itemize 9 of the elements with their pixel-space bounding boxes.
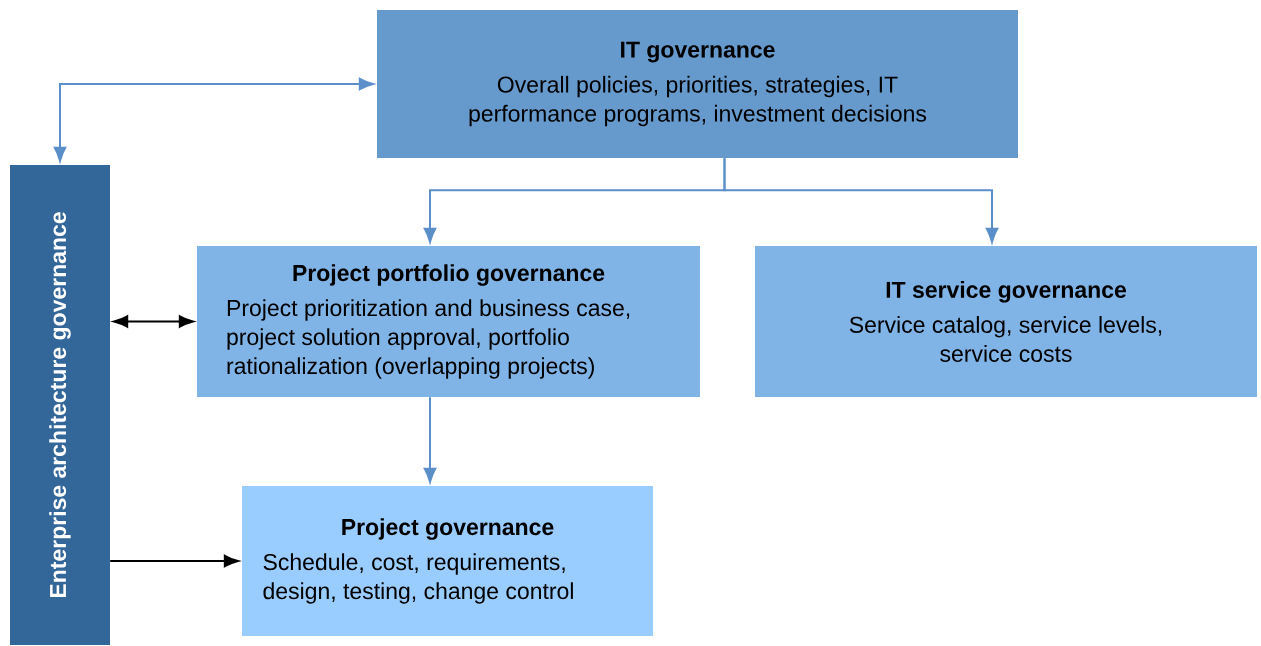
- process-box: Project portfolio governance Project prioritization and business case, project solution approval, portfolio rationalization (overlapping projects): [197, 246, 700, 397]
- arrow: [109, 554, 239, 568]
- arrow: [723, 157, 999, 243]
- process-box: IT service governance Service catalog, service levels, service costs: [755, 246, 1257, 397]
- process-box: IT governance Overall policies, priorities, strategies, IT performance programs, investment decisions: [377, 10, 1018, 158]
- process-box: Project governance Schedule, cost, requirements, design, testing, change control: [242, 486, 653, 636]
- arrow: [423, 396, 437, 483]
- side-bar: Enterprise architecture governance: [10, 165, 110, 645]
- double-arrow: [53, 77, 374, 162]
